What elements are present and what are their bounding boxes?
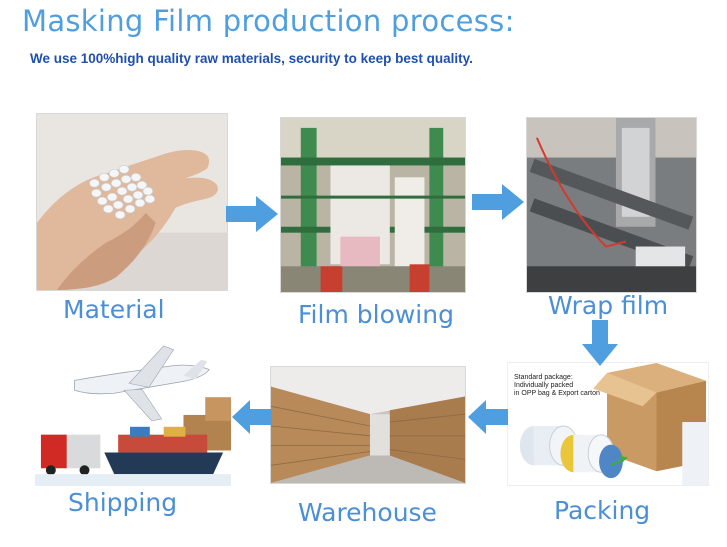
arrow-icon-wrap-film-to-packing: [582, 320, 618, 366]
packing-caption-line2: Individually packed: [514, 382, 574, 389]
page-subtitle: We use 100%high quality raw materials, s…: [30, 51, 473, 66]
step-label-wrap-film: Wrap film: [548, 291, 669, 320]
film-blowing-photo: [280, 117, 466, 293]
shipping-photo: [34, 335, 232, 487]
step-label-packing: Packing: [554, 496, 651, 525]
arrow-icon-warehouse-to-shipping: [232, 400, 272, 434]
packing-caption-line3: in OPP bag & Export carton: [514, 390, 600, 397]
arrow-icon-packing-to-warehouse: [468, 400, 508, 434]
step-label-film-blowing: Film blowing: [298, 300, 454, 329]
wrap-film-photo: [526, 117, 697, 293]
arrow-icon-material-to-film-blowing: [226, 196, 278, 232]
step-label-shipping: Shipping: [68, 488, 178, 517]
arrow-icon-film-blowing-to-wrap-film: [472, 184, 524, 220]
page-title: Masking Film production process:: [22, 4, 515, 38]
step-label-material: Material: [63, 295, 165, 324]
material-photo: [36, 113, 228, 291]
packing-photo: [507, 362, 709, 486]
packing-caption-line1: Standard package:: [514, 374, 573, 381]
warehouse-photo: [270, 366, 466, 484]
step-label-warehouse: Warehouse: [298, 498, 437, 527]
packing-caption: Standard package: Individually packed in…: [514, 374, 600, 398]
